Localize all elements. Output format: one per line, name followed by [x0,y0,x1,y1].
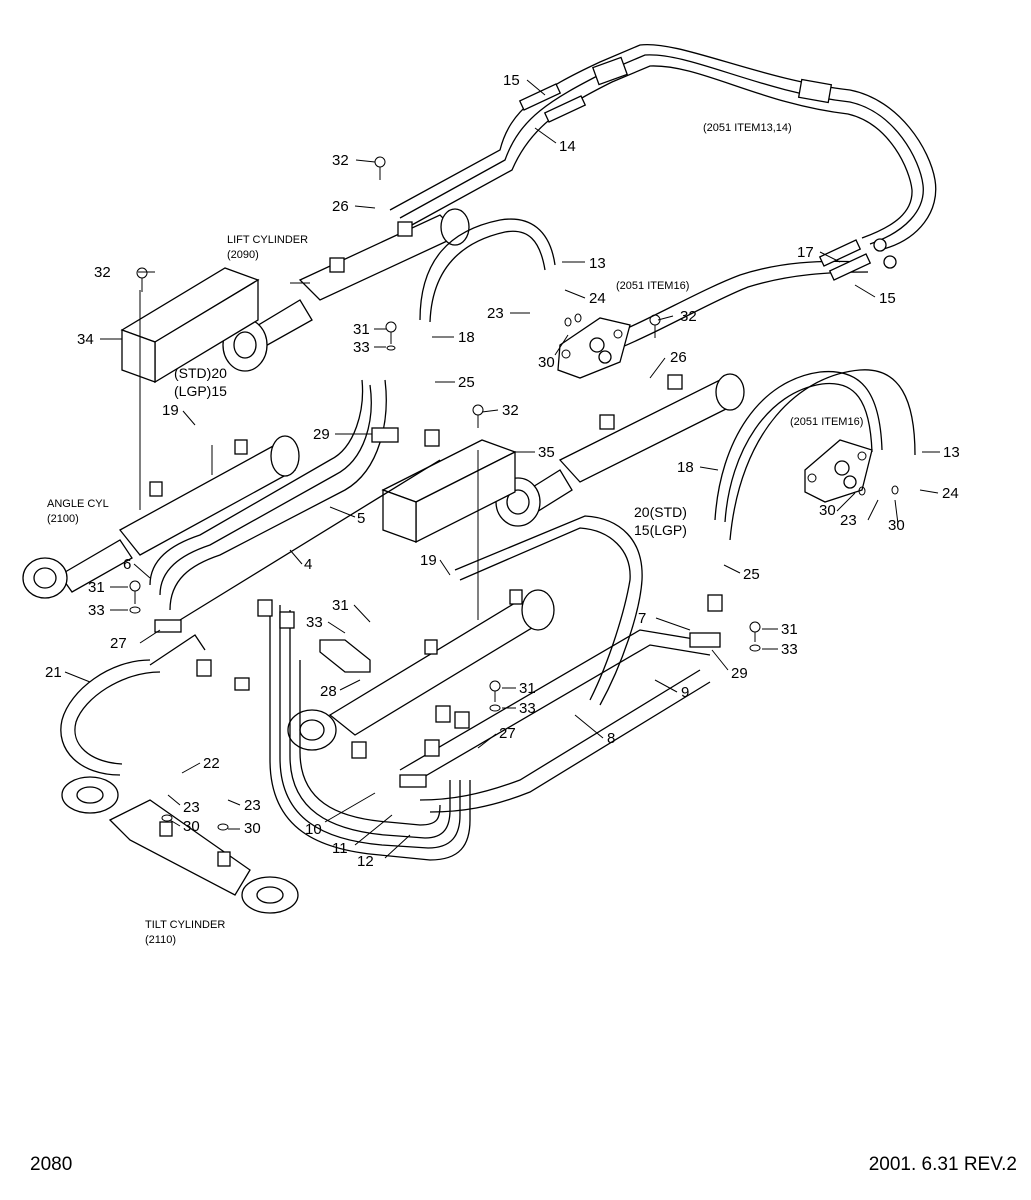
callout-23a: 23 [487,305,504,322]
tilt-cylinder [61,776,299,914]
callout-25b: 25 [743,566,760,583]
callout-15a: 15 [503,72,520,89]
caption-tilt-cylinder-ref: (2110) [145,934,176,946]
callout-6: 6 [123,556,131,573]
callout-7: 7 [638,610,646,627]
date-revision: 2001. 6.31 REV.2 [868,1154,1017,1175]
callout-31c: 31 [332,597,349,614]
long-hose-loop-13-14 [389,43,937,353]
callout-32c: 32 [680,308,697,325]
callout-26a: 26 [332,198,349,215]
callout-18b: 18 [677,459,694,476]
callout-5: 5 [357,510,365,527]
caption-angle-cyl-ref: (2100) [47,513,79,525]
callout-33d: 33 [781,641,798,658]
captions: LIFT CYLINDER (2090) ANGLE CYL (2100) TI… [47,122,863,946]
callout-30e: 30 [244,820,261,837]
callout-9: 9 [681,684,689,701]
callout-29a: 29 [313,426,330,443]
caption-lift-cylinder-ref: (2090) [227,249,259,261]
bolts [129,156,899,831]
callout-23c: 23 [183,799,200,816]
callout-33a: 33 [353,339,370,356]
callout-29b: 29 [731,665,748,682]
page-number: 2080 [30,1154,73,1175]
callout-24a: 24 [589,290,606,307]
caption-2051-item16-top: (2051 ITEM16) [616,280,689,292]
callout-22: 22 [203,755,220,772]
callout-11: 11 [332,840,348,857]
caption-tilt-cylinder: TILT CYLINDER [145,919,225,931]
caption-lgp-15-right: 15(LGP) [634,522,687,538]
callout-30d: 30 [183,818,200,835]
callout-18a: 18 [458,329,475,346]
callout-33c: 33 [306,614,323,631]
hose-21-loop [60,634,206,776]
callout-23d: 23 [244,797,261,814]
callout-31b: 31 [88,579,105,596]
hose-fittings-top [518,56,897,281]
lift-cylinder-right [495,373,745,527]
callout-35: 35 [538,444,555,461]
callout-10: 10 [305,821,322,838]
callout-24b: 24 [942,485,959,502]
callout-14: 14 [559,138,576,155]
callout-30c: 30 [888,517,905,534]
callout-15b: 15 [879,290,896,307]
callout-33b: 33 [88,602,105,619]
flange-16-top [557,317,631,379]
callout-28: 28 [320,683,337,700]
callout-30b: 30 [819,502,836,519]
callout-21: 21 [45,664,62,681]
caption-2051-item13-14: (2051 ITEM13,14) [703,122,792,134]
callout-32a: 32 [332,152,349,169]
callout-17: 17 [797,244,814,261]
callout-32d: 32 [502,402,519,419]
callout-30a: 30 [538,354,555,371]
block-35 [381,439,517,620]
callout-31d: 31 [781,621,798,638]
lift-cylinder-upper [222,208,470,372]
caption-lgp-15-left: (LGP)15 [174,383,227,399]
callout-32b: 32 [94,264,111,281]
caption-std-20-right: 20(STD) [634,504,687,520]
block-34 [120,267,260,510]
callout-31e: 31 [519,680,536,697]
callout-27a: 27 [110,635,127,652]
callout-31a: 31 [353,321,370,338]
flange-16-right [804,439,873,503]
callout-12: 12 [357,853,374,870]
small-fittings [154,427,723,788]
callout-26b: 26 [670,349,687,366]
caption-angle-cyl: ANGLE CYL [47,498,109,510]
tube-bundle-lower [269,600,711,861]
callout-25a: 25 [458,374,475,391]
callout-34: 34 [77,331,94,348]
caption-lift-cylinder: LIFT CYLINDER [227,234,308,246]
callout-8: 8 [607,730,615,747]
callout-4: 4 [304,556,312,573]
callout-19a: 19 [162,402,179,419]
callout-23b: 23 [840,512,857,529]
callout-numbers: 15 14 32 26 13 32 24 23 34 31 18 33 30 3… [45,72,960,870]
callout-19b: 19 [420,552,437,569]
callout-33e: 33 [519,700,536,717]
callout-13a: 13 [589,255,606,272]
angle-cylinder [22,435,300,599]
callout-27b: 27 [499,725,516,742]
leader-lines [64,79,940,859]
callout-13b: 13 [943,444,960,461]
caption-std-20-left: (STD)20 [174,365,227,381]
caption-2051-item16-right: (2051 ITEM16) [790,416,863,428]
hose-group-mid [149,218,916,706]
